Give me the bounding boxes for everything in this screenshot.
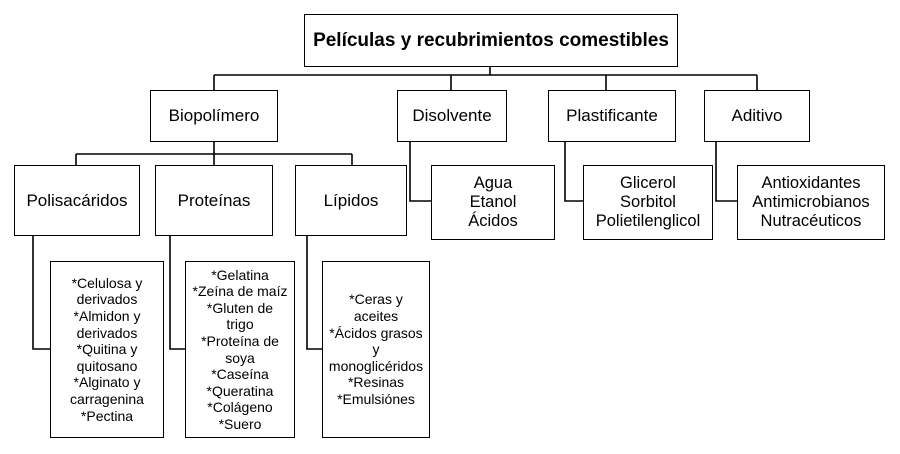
diagram-title: Películas y recubrimientos comestibles: [313, 29, 669, 51]
lipidos-item: aceites: [353, 308, 399, 325]
polisacaridos-label: Polisacáridos: [26, 190, 128, 210]
lipidos-item: *Resinas: [347, 374, 405, 391]
connector-polisacaridos-list: [32, 236, 50, 350]
proteinas-item: *Suero: [218, 415, 262, 432]
proteinas-item: *Caseína: [211, 366, 269, 383]
polisacaridos-item: *Alginato y: [73, 374, 141, 391]
aditivo-item: Nutracéuticos: [760, 212, 862, 230]
polisacaridos-box: Polisacáridos: [14, 165, 140, 236]
lipidos-item: *Emulsiónes: [337, 390, 415, 407]
disolvente-item: Etanol: [469, 193, 517, 211]
connector-plastificante-list: [564, 142, 583, 202]
lipidos-box: Lípidos: [295, 165, 407, 236]
disolvente-item: Agua: [473, 174, 513, 192]
proteinas-item: *Gluten de: [206, 299, 274, 316]
polisacaridos-item: *Quitina y: [76, 341, 138, 358]
lipidos-item: monoglicéridos: [328, 357, 424, 374]
disolvente-label: Disolvente: [412, 106, 492, 125]
aditivo-label: Aditivo: [731, 106, 783, 125]
proteinas-item: *Proteína de: [201, 332, 279, 349]
biopolimero-label: Biopolímero: [168, 106, 260, 125]
polisacaridos-item: quitosano: [76, 357, 138, 374]
lipidos-item: *Ácidos grasos: [329, 324, 423, 341]
plastificante-box: Plastificante: [548, 90, 676, 142]
root-title-box: Películas y recubrimientos comestibles: [304, 14, 678, 67]
proteinas-list-box: *Gelatina *Zeína de maíz *Gluten de trig…: [185, 261, 295, 438]
proteinas-box: Proteínas: [155, 165, 273, 236]
aditivo-box: Aditivo: [704, 90, 810, 142]
aditivo-list-box: Antioxidantes Antimicrobianos Nutracéuti…: [737, 165, 885, 240]
plastificante-label: Plastificante: [566, 106, 658, 125]
polisacaridos-item: *Pectina: [80, 407, 134, 424]
polisacaridos-item: derivados: [76, 324, 138, 341]
plastificante-item: Polietilenglicol: [595, 212, 701, 230]
disolvente-box: Disolvente: [397, 90, 507, 142]
polisacaridos-item: derivados: [76, 291, 138, 308]
connector-lipidos-list: [306, 236, 322, 350]
proteinas-label: Proteínas: [177, 190, 251, 210]
lipidos-list-box: *Ceras y aceites *Ácidos grasos y monogl…: [322, 261, 430, 438]
proteinas-item: *Zeína de maíz: [192, 283, 288, 300]
polisacaridos-item: *Celulosa y: [71, 274, 143, 291]
biopolimero-box: Biopolímero: [150, 90, 278, 142]
connector-proteinas-list: [169, 236, 185, 350]
proteinas-item: trigo: [226, 316, 254, 333]
aditivo-item: Antioxidantes: [761, 174, 861, 192]
proteinas-item: *Gelatina: [211, 266, 269, 283]
lipidos-item: *Ceras y: [349, 291, 403, 308]
plastificante-list-box: Glicerol Sorbitol Polietilenglicol: [583, 165, 713, 240]
aditivo-item: Antimicrobianos: [752, 193, 870, 211]
disolvente-list-box: Agua Etanol Ácidos: [431, 165, 555, 240]
plastificante-item: Sorbitol: [620, 193, 676, 211]
proteinas-item: *Queratina: [206, 382, 274, 399]
connector-disolvente-list: [409, 142, 431, 202]
disolvente-item: Ácidos: [468, 212, 518, 230]
proteinas-item: soya: [225, 349, 255, 366]
connector-aditivo-list: [715, 142, 737, 202]
lipidos-item: y: [372, 341, 380, 358]
proteinas-item: *Colágeno: [207, 399, 273, 416]
plastificante-item: Glicerol: [620, 174, 676, 192]
polisacaridos-item: *Almidon y: [73, 308, 141, 325]
polisacaridos-list-box: *Celulosa y derivados *Almidon y derivad…: [50, 261, 164, 438]
polisacaridos-item: carragenina: [70, 390, 144, 407]
lipidos-label: Lípidos: [323, 190, 379, 210]
